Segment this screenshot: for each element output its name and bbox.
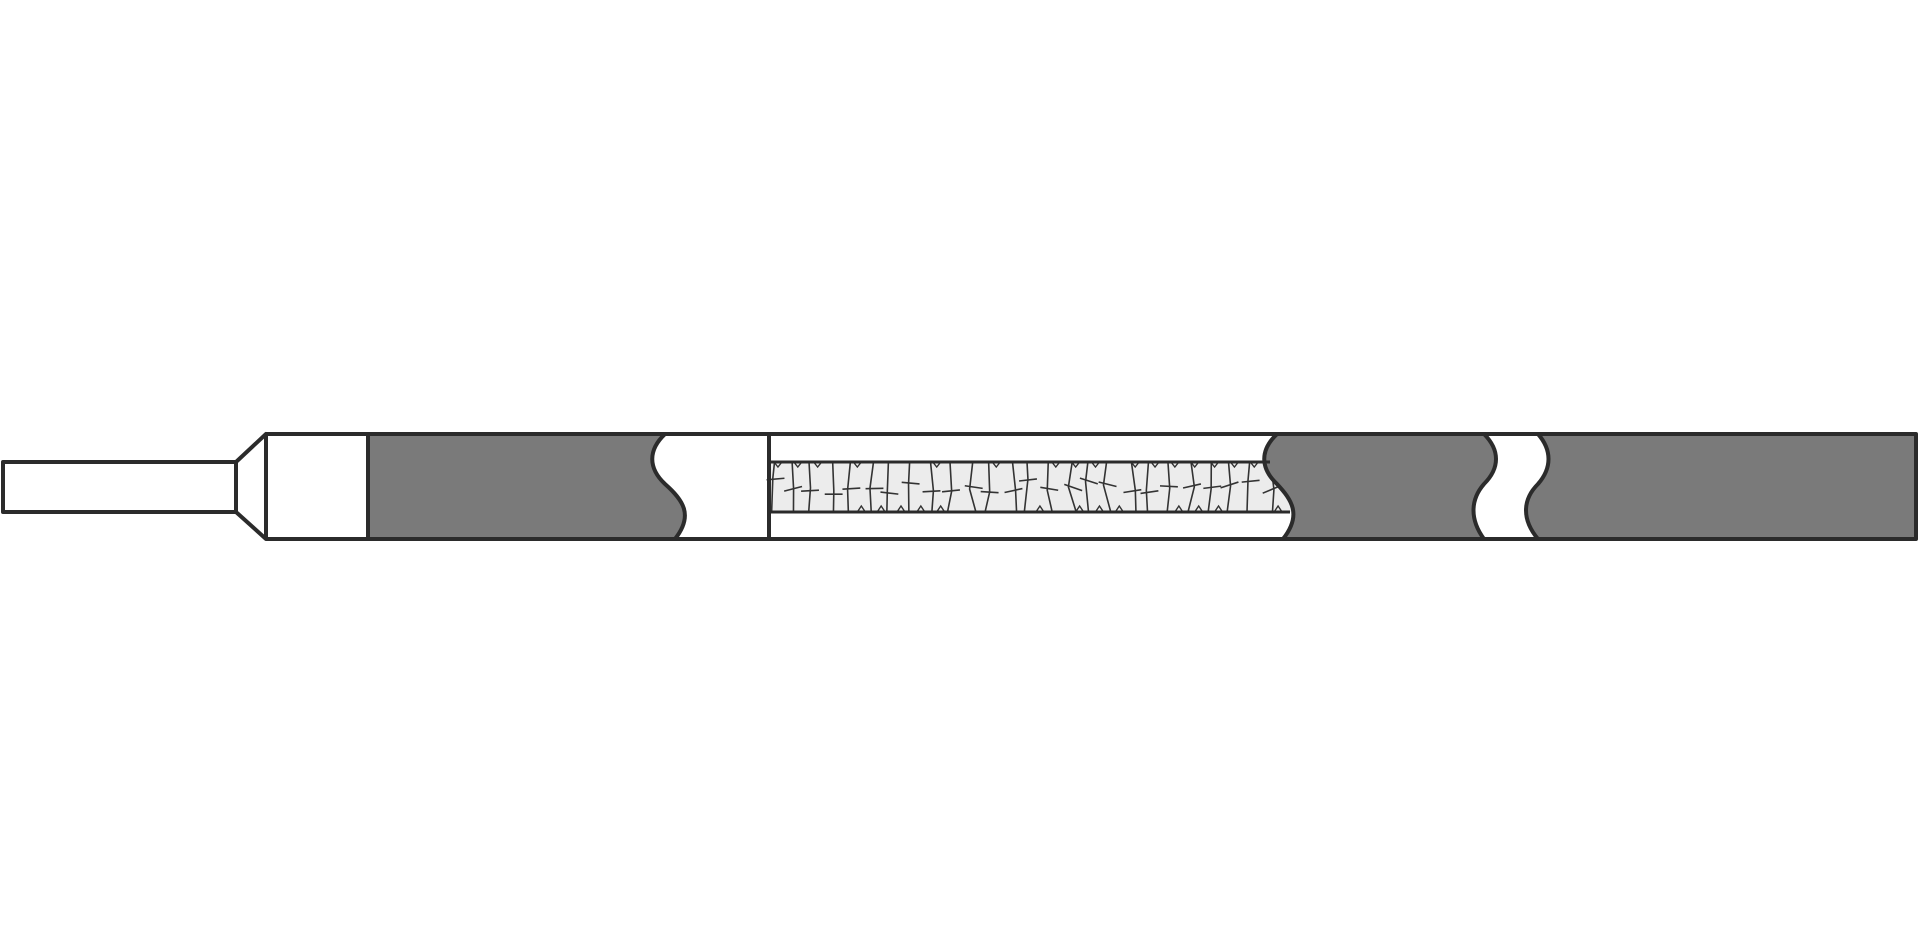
packed-bed-core <box>770 462 1292 512</box>
packing-grain-edge <box>1067 461 1077 513</box>
packing-grain-facet <box>1170 461 1180 469</box>
packing-grain-edge <box>1018 478 1038 482</box>
packing-grain-facet <box>1174 504 1184 513</box>
packing-grain-edge <box>846 461 852 513</box>
packing-grain-edge <box>801 489 819 492</box>
packing-grain-facet <box>936 504 946 513</box>
packing-grain-facet <box>1130 461 1140 469</box>
wave-edge-3 <box>1471 432 1498 541</box>
wave-edge-2 <box>1262 432 1296 541</box>
packing-grain-facet <box>793 461 803 469</box>
packing-grain-facet <box>1071 461 1081 469</box>
packing-grain-facet <box>1090 461 1101 469</box>
tube-taper <box>236 434 266 539</box>
tip-outline <box>1 460 238 514</box>
packing-grain-edge <box>783 485 803 492</box>
packing-grain-facet <box>1273 504 1283 513</box>
main-tube-outline <box>266 432 1918 541</box>
packing-grain-facet <box>1051 461 1061 469</box>
packing-grain-edge <box>807 461 812 513</box>
packing-grain-edge <box>968 461 977 513</box>
packing-grain-facet <box>1194 504 1204 513</box>
packing-grain-edge <box>1226 461 1232 513</box>
packing-grain-edge <box>1046 461 1053 513</box>
packing-grain-edge <box>941 489 961 493</box>
packing-grain-facet <box>1213 504 1224 513</box>
wave-edge-1 <box>650 432 687 541</box>
tube-outline <box>1 432 1918 541</box>
packed-bed <box>766 461 1292 513</box>
packing-grain-edge <box>1004 487 1023 494</box>
packing-grain-facet <box>1035 504 1045 513</box>
packing-grain-facet <box>856 504 866 513</box>
packing-grain-edge <box>1023 461 1029 513</box>
tube-tip <box>3 462 236 512</box>
packing-grain-facet <box>813 461 823 469</box>
open-end-segment <box>266 434 368 539</box>
packing-grains <box>766 461 1283 513</box>
packing-grain-facet <box>1229 461 1239 469</box>
packing-grain-edge <box>886 461 890 513</box>
break-gap-2 <box>1473 434 1549 539</box>
packing-grain-edge <box>1084 461 1090 513</box>
packing-grain-facet <box>1114 504 1124 513</box>
wave-edge-4 <box>1524 432 1551 541</box>
packing-grain-edge <box>1182 483 1202 489</box>
packing-grain-edge <box>922 490 941 493</box>
packing-grain-facet <box>991 461 1001 469</box>
packing-grain-edge <box>770 461 776 513</box>
packing-grain-edge <box>1079 477 1099 485</box>
packing-grain-edge <box>842 487 861 490</box>
packing-grain-facet <box>876 504 886 513</box>
packing-grain-edge <box>1159 485 1178 488</box>
packing-grain-facet <box>1094 504 1105 513</box>
packing-grain-facet <box>852 461 862 469</box>
packing-grain-facet <box>916 504 926 513</box>
packing-grain-edge <box>1102 461 1112 513</box>
packing-grain-edge <box>1145 461 1150 513</box>
packing-grain-edge <box>1040 486 1059 492</box>
packing-grain-facet <box>1249 461 1259 469</box>
packing-grain-edge <box>1187 461 1196 513</box>
packing-grain-edge <box>1207 461 1213 513</box>
packing-grain-edge <box>980 490 999 494</box>
break-gap-1 <box>652 434 769 539</box>
packing-grain-edge <box>964 484 983 490</box>
packing-grain-edge <box>1123 488 1142 494</box>
packing-grain-facet <box>1075 504 1085 513</box>
packing-grain-edge <box>831 461 835 513</box>
packing-grain-edge <box>1241 479 1260 483</box>
packing-grain-facet <box>773 461 783 469</box>
packing-grain-edge <box>1166 461 1171 513</box>
packing-grain-facet <box>932 461 942 469</box>
packing-grain-edge <box>1098 481 1117 488</box>
packing-grain-edge <box>901 481 920 485</box>
taper-outline <box>234 432 268 541</box>
sealed-section-3 <box>1526 434 1916 539</box>
packing-grain-edge <box>1220 481 1239 489</box>
packing-grain-edge <box>1064 483 1083 492</box>
packing-grain-facet <box>896 504 906 513</box>
packing-grain-facet <box>1150 461 1160 469</box>
sealed-section-1 <box>368 434 685 539</box>
sealed-section-2 <box>1264 434 1496 539</box>
packing-grain-facet <box>1210 461 1220 469</box>
packing-grain-edge <box>880 491 899 495</box>
packing-grain-edge <box>1203 485 1222 490</box>
packing-grain-edge <box>1140 490 1159 495</box>
packing-grain-facet <box>1190 461 1200 469</box>
